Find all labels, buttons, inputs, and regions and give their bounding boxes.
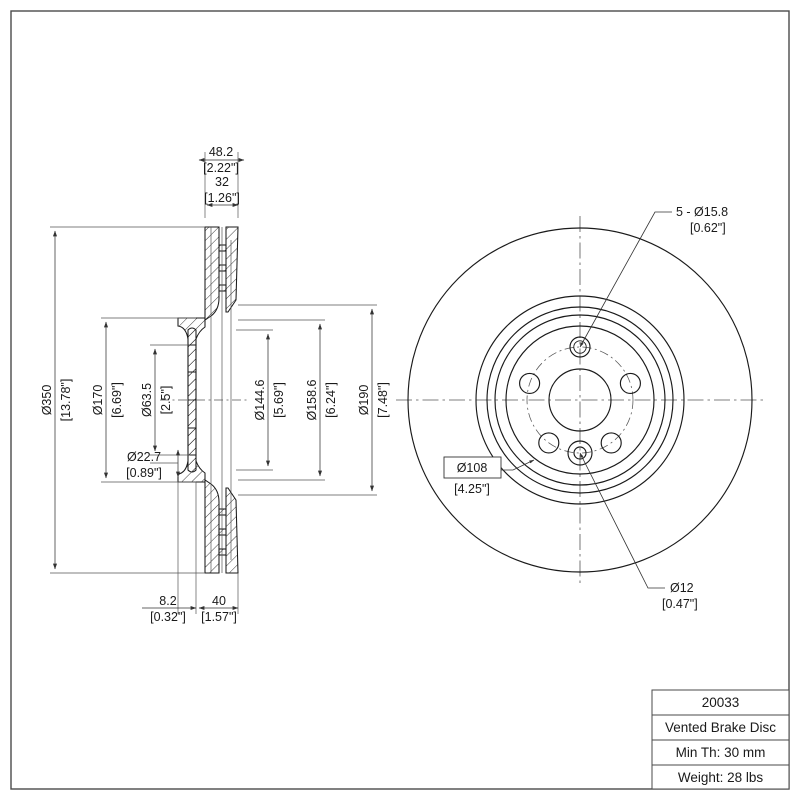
dim-lug-depth-imperial: [0.89"] (126, 466, 162, 480)
front-lug-hole (600, 432, 622, 454)
section-outboard-plate-upper (204, 226, 220, 321)
callout-bolt-circle-metric: Ø108 (457, 461, 488, 475)
dim-vane-outer-metric: Ø158.6 (305, 379, 319, 420)
dim-hat-dia-metric: Ø170 (91, 385, 105, 416)
title-block-weight: Weight: 28 lbs (678, 770, 764, 785)
section-inboard-plate-lower (225, 487, 239, 574)
front-vane-outer-circle (486, 306, 674, 494)
cross-section-geometry (160, 226, 250, 574)
front-locating-pin-bore (573, 446, 587, 460)
dim-lug-depth-metric: Ø22.7 (127, 450, 161, 464)
dim-hat-step-imperial: [7.48"] (376, 382, 390, 418)
leader-locating-pin (579, 452, 665, 589)
dim-hat-thickness-metric: 8.2 (159, 594, 176, 608)
section-vent-rib (218, 528, 227, 536)
title-block-part-number: 20033 (702, 695, 740, 710)
dim-overall-width-imperial: [2.22"] (203, 161, 239, 175)
dim-hat-offset-imperial: [1.57"] (201, 610, 237, 624)
section-vent-rib (218, 244, 227, 252)
title-block-row-min-thickness (651, 739, 790, 766)
front-pilot-bore-circle (548, 368, 612, 432)
front-hat-step-circle (475, 295, 685, 505)
section-inboard-plate-upper (225, 226, 239, 313)
dim-outer-dia-metric: Ø350 (40, 385, 54, 416)
section-hat-lip-lower (187, 327, 197, 346)
dim-hat-thickness-imperial: [0.32"] (150, 610, 186, 624)
dim-outer-dia-imperial: [13.78"] (59, 379, 73, 422)
callout-bolt-circle-box (443, 456, 502, 479)
front-view-geometry (396, 216, 764, 584)
title-block-description: Vented Brake Disc (665, 720, 776, 735)
title-block-row-description (651, 714, 790, 741)
dim-vane-outer-imperial: [6.24"] (324, 382, 338, 418)
front-lug-hole (619, 372, 641, 394)
dim-hat-dia-imperial: [6.69"] (110, 382, 124, 418)
section-vent-rib (218, 284, 227, 292)
front-locating-pin-outer (567, 440, 593, 466)
section-outboard-plate-lower (204, 479, 220, 574)
dim-hat-step-metric: Ø190 (357, 385, 371, 416)
callout-lug-holes-imperial: [0.62"] (690, 221, 726, 235)
front-bolt-circle (526, 346, 634, 454)
dim-hat-offset-metric: 40 (212, 594, 226, 608)
dim-overall-width-metric: 48.2 (209, 145, 233, 159)
section-hat-cylinder-lower (187, 344, 197, 429)
callout-bolt-circle-imperial: [4.25"] (454, 482, 490, 496)
front-lug-hole (538, 432, 560, 454)
section-vent-rib (218, 264, 227, 272)
front-view-callout-annotations: 5 - Ø15.8 [0.62"] Ø108 [4.25"] Ø12 [0.47… (443, 205, 728, 611)
front-lug-hole (569, 336, 591, 358)
callout-locating-pin-metric: Ø12 (670, 581, 694, 595)
callout-lug-holes-metric: 5 - Ø15.8 (676, 205, 728, 219)
dim-pilot-bore-imperial: [2.5"] (159, 386, 173, 415)
front-lug-counterbore (573, 340, 587, 354)
front-hat-outer-circle (505, 325, 655, 475)
title-block-row-weight (651, 764, 790, 790)
dim-vane-inner-imperial: [5.69"] (272, 382, 286, 418)
callout-locating-pin-imperial: [0.47"] (662, 597, 698, 611)
dim-band-width-imperial: [1.26"] (204, 191, 240, 205)
section-vent-rib (218, 548, 227, 556)
section-vent-rib (218, 508, 227, 516)
front-vane-inner-circle (494, 314, 666, 486)
section-dimension-annotations: 48.2 [2.22"] 32 [1.26"] Ø350 [13.78"] Ø1… (40, 145, 390, 624)
dim-vane-inner-metric: Ø144.6 (253, 379, 267, 420)
dim-pilot-bore-metric: Ø63.5 (140, 383, 154, 417)
sheet-border (10, 10, 790, 790)
front-outer-diameter-circle (407, 227, 753, 573)
dim-band-width-metric: 32 (215, 175, 229, 189)
title-block: 20033 Vented Brake Disc Min Th: 30 mm We… (651, 689, 790, 790)
front-lug-hole (519, 372, 541, 394)
title-block-min-thickness: Min Th: 30 mm (676, 745, 766, 760)
leader-lug-holes (579, 211, 672, 348)
